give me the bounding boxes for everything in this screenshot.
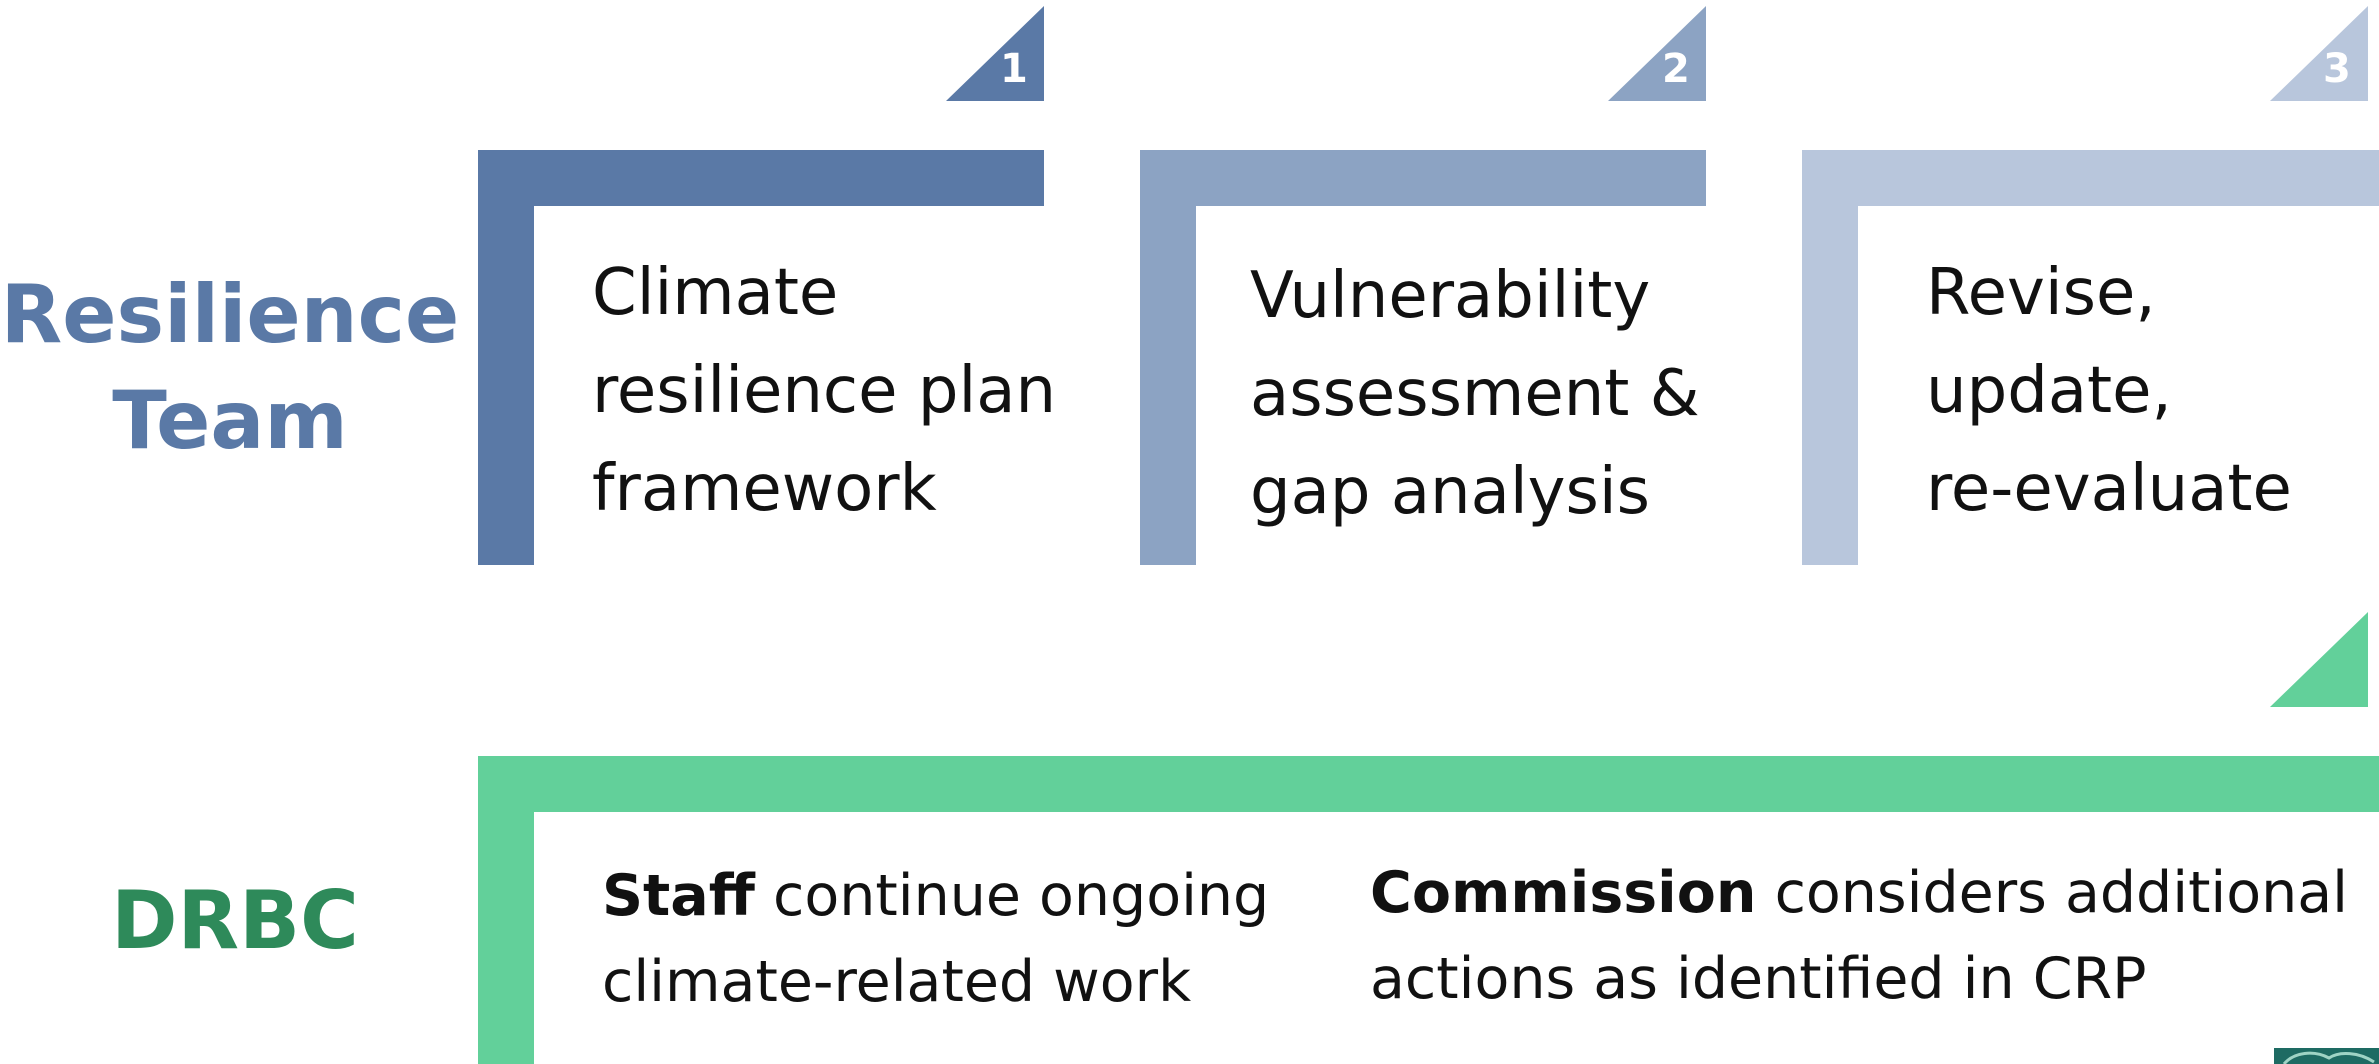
staff-text-line2: climate-related work bbox=[602, 949, 1192, 1015]
resilience-team-label-line2: Team bbox=[112, 374, 348, 467]
step-2-bracket bbox=[1140, 150, 1706, 565]
staff-bold: Staff bbox=[602, 863, 755, 929]
resilience-team-label-line1: Resilience bbox=[0, 268, 460, 361]
drbc-bracket-side bbox=[478, 756, 534, 1064]
step-2-text: Vulnerability assessment & gap analysis bbox=[1250, 247, 1700, 541]
step-3-line: update, bbox=[1926, 354, 2172, 428]
commission-text-line1: Commission considers additional bbox=[1370, 850, 2348, 936]
commission-text: Commission considers additional actions … bbox=[1370, 850, 2348, 1022]
staff-rest: continue ongoing bbox=[754, 863, 1270, 929]
step-3-bracket-top bbox=[1802, 150, 2379, 206]
commission-text-line2: actions as identified in CRP bbox=[1370, 946, 2147, 1012]
step-3-bracket-side bbox=[1802, 150, 1858, 565]
step-1-text: Climate resilience plan framework bbox=[592, 244, 1056, 538]
staff-text: Staff continue ongoing climate-related w… bbox=[602, 853, 1269, 1025]
step-2-corner-triangle bbox=[1608, 6, 1706, 101]
step-2-number: 2 bbox=[1662, 46, 1690, 92]
step-1-line: resilience plan bbox=[592, 354, 1056, 428]
step-3-corner-triangle bbox=[2270, 6, 2368, 101]
step-2-line: Vulnerability bbox=[1250, 259, 1651, 333]
step-1-bracket-top bbox=[478, 150, 1044, 206]
step-3-text: Revise, update, re-evaluate bbox=[1926, 244, 2292, 538]
drbc-label: DRBC bbox=[111, 874, 359, 967]
step-2-line: assessment & bbox=[1250, 357, 1700, 431]
staff-text-line1: Staff continue ongoing bbox=[602, 853, 1269, 939]
commission-bold: Commission bbox=[1370, 860, 1757, 926]
step-2-bracket-side bbox=[1140, 150, 1196, 565]
step-2-line: gap analysis bbox=[1250, 455, 1650, 529]
drbc-bracket bbox=[478, 756, 2379, 1064]
step-3-line: Revise, bbox=[1926, 256, 2156, 330]
step-1-line: Climate bbox=[592, 256, 839, 330]
step-1-number: 1 bbox=[1000, 46, 1028, 92]
drbc-corner-triangle bbox=[2270, 612, 2368, 707]
step-1-bracket-side bbox=[478, 150, 534, 565]
step-2-bracket-top bbox=[1140, 150, 1706, 206]
step-3-bracket bbox=[1802, 150, 2379, 565]
drbc-logo-fragment bbox=[2274, 1048, 2379, 1064]
step-3-line: re-evaluate bbox=[1926, 452, 2292, 526]
step-1-bracket bbox=[478, 150, 1044, 565]
drbc-bracket-top bbox=[478, 756, 2379, 812]
step-3-number: 3 bbox=[2323, 46, 2351, 92]
step-1-corner-triangle bbox=[946, 6, 1044, 101]
step-1-line: framework bbox=[592, 452, 937, 526]
resilience-team-label: Resilience Team bbox=[0, 262, 460, 474]
commission-rest: considers additional bbox=[1756, 860, 2349, 926]
